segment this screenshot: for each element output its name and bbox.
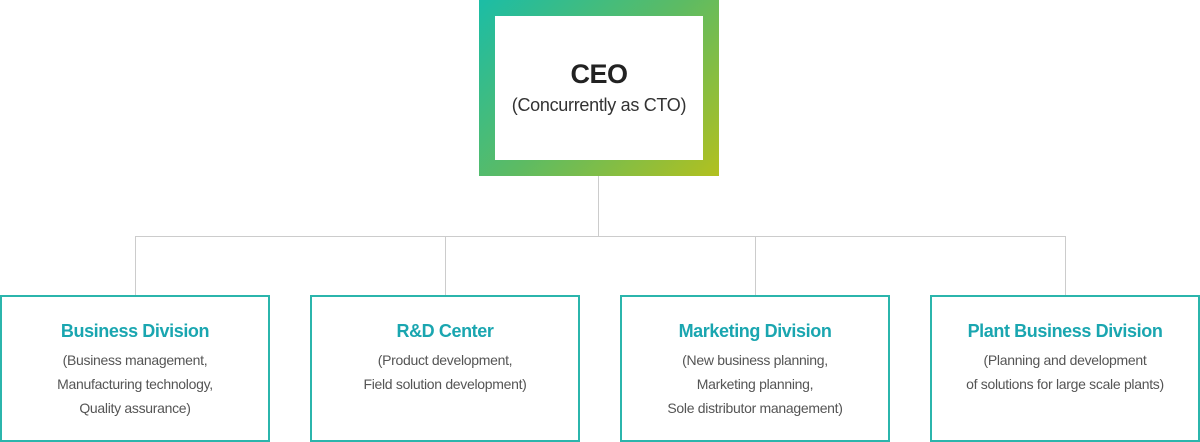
division-description: (New business planning, Marketing planni… [622,348,888,420]
division-description-line: (Business management, [62,352,208,368]
business-division-box: Business Division (Business management, … [0,295,270,442]
division-description: (Planning and development of solutions f… [932,348,1198,396]
division-description-line: Sole distributor management) [667,400,843,416]
ceo-connector-vertical [598,176,599,237]
division-description-line: Quality assurance) [79,400,191,416]
ceo-box-inner: CEO (Concurrently as CTO) [495,16,703,160]
division-title: R&D Center [396,321,494,341]
ceo-title: CEO [570,59,628,89]
rd-center-connector [445,236,446,296]
marketing-division-box: Marketing Division (New business plannin… [620,295,890,442]
division-description-line: (New business planning, [682,352,828,368]
division-title: Marketing Division [678,321,832,341]
ceo-subtitle: (Concurrently as CTO) [511,95,687,115]
plant-business-division-connector [1065,236,1066,296]
division-description-line: Field solution development) [363,376,527,392]
division-title: Plant Business Division [967,321,1163,341]
division-description: (Product development, Field solution dev… [312,348,578,396]
division-description-line: (Planning and development [983,352,1147,368]
division-description: (Business management, Manufacturing tech… [2,348,268,420]
division-description-line: (Product development, [377,352,513,368]
ceo-box: CEO (Concurrently as CTO) [479,0,719,176]
division-title: Business Division [60,321,210,341]
marketing-division-connector [755,236,756,296]
rd-center-box: R&D Center (Product development, Field s… [310,295,580,442]
business-division-connector [135,236,136,296]
plant-business-division-box: Plant Business Division (Planning and de… [930,295,1200,442]
division-description-line: of solutions for large scale plants) [966,376,1164,392]
division-description-line: Manufacturing technology, [57,376,213,392]
division-description-line: Marketing planning, [696,376,814,392]
division-connector-horizontal [135,236,1066,237]
